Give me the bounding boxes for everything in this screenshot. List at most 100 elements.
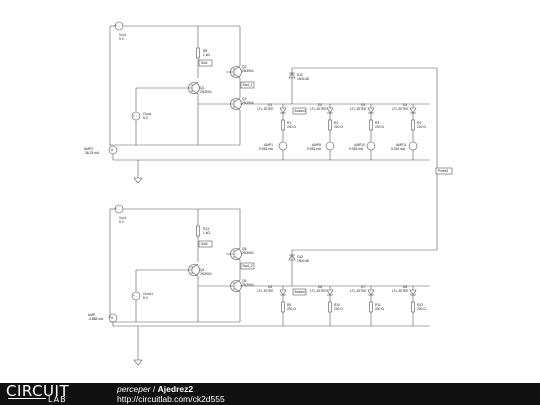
top-meter-4-name: AMP11 [396, 143, 407, 147]
top-led-3-part: LTL-307EE [350, 107, 367, 111]
bottom-led-branch-3 [367, 286, 375, 326]
bottom-led-4-name: D8 [403, 285, 407, 289]
top-led-3-name: D3 [361, 103, 365, 107]
bottom-switch-tag-3[interactable] [292, 288, 307, 296]
bottom-clock-name: Clock1 [143, 292, 153, 296]
bottom-resistor-2-name: R10 [334, 303, 340, 307]
svg-text:+ -: + - [115, 24, 119, 28]
bottom-switch-label-3: Arduin1 [295, 290, 307, 294]
bottom-resistor-3-name: R11 [375, 303, 381, 307]
logo-text-bottom: LAB [48, 395, 67, 404]
bottom-transistor-q-bot[interactable] [198, 279, 242, 293]
bottom-switch-label-1: Sw5 [201, 242, 208, 246]
top-switch-tag-1[interactable] [198, 59, 213, 67]
bottom-resistor-4[interactable] [411, 301, 415, 313]
link-label: Pines3 [438, 169, 448, 173]
top-led-1[interactable] [279, 107, 287, 114]
top-transistor-q-mid[interactable] [136, 81, 200, 95]
svg-text:+ -: + - [133, 114, 137, 118]
top-resistor-4[interactable] [411, 119, 415, 131]
bottom-led-1[interactable] [279, 289, 287, 296]
top-switch-label-2: Sw4_1 [243, 83, 253, 87]
top-resistor-2-name: R2 [334, 121, 338, 125]
bottom-resistor-1-value: 200 Ω [287, 307, 296, 311]
top-meter-2[interactable] [325, 141, 335, 151]
top-resistor-1[interactable] [281, 119, 285, 131]
top-resistor-2[interactable] [328, 119, 332, 131]
logo-text-top: CIRCUIT [6, 382, 70, 400]
bottom-base-resistor-name: R13 [203, 227, 209, 231]
footer-bar: CIRCUIT LAB perceper / Ajedrez2 http://c… [0, 382, 540, 405]
bottom-switch-tag-1[interactable] [198, 240, 213, 248]
svg-text:+ -: + - [115, 207, 119, 211]
top-led-2[interactable] [326, 107, 334, 114]
bottom-transistor-q-top[interactable] [226, 247, 242, 261]
bottom-resistor-2-value: 200 Ω [334, 307, 343, 311]
top-clock-name: Clock [143, 112, 152, 116]
top-meter-1[interactable] [278, 141, 288, 151]
byline-separator: / [150, 384, 158, 394]
bottom-resistor-1[interactable] [281, 301, 285, 313]
top-switch-tag-2[interactable] [240, 81, 255, 89]
top-led-1-name: D1 [268, 103, 272, 107]
top-diode[interactable] [288, 72, 296, 79]
top-led-4-part: LTL-307EE [392, 107, 409, 111]
top-q-bot-part: 2N3904 [242, 101, 254, 105]
top-meter-3[interactable] [366, 141, 376, 151]
top-transistor-q-bot[interactable] [198, 97, 242, 111]
bottom-resistor-3[interactable] [369, 301, 373, 313]
bottom-diode-name: D12 [297, 255, 303, 259]
bottom-base-resistor[interactable] [196, 225, 200, 237]
bottom-transistor-q-mid[interactable] [136, 263, 200, 277]
top-meter-3-name: AMP10 [354, 143, 365, 147]
top-q-mid-name: Q1 [200, 86, 205, 90]
top-supply-value: 5 V [119, 37, 125, 41]
bottom-switch-tag-2[interactable] [240, 262, 255, 270]
bottom-ground-symbol [133, 359, 143, 366]
top-led-branch-1 [278, 104, 288, 160]
top-circuit: + - Vcc1 5 V R8 1 kΩ Sw4 Q2 2N3904 [84, 21, 453, 250]
top-transistor-q-top[interactable] [226, 65, 242, 79]
top-meter-4[interactable] [408, 141, 418, 151]
top-led-4[interactable] [409, 107, 417, 114]
logo-wire-icon [8, 398, 46, 399]
bottom-led-branch-2 [326, 286, 334, 326]
top-switch-tag-3[interactable] [292, 107, 307, 115]
top-diode-name: D11 [297, 73, 303, 77]
top-q-top-name: Q2 [242, 65, 247, 69]
bottom-led-4[interactable] [409, 289, 417, 296]
bottom-led-4-part: LTL-307EE [392, 289, 409, 293]
top-base-resistor[interactable] [196, 47, 200, 59]
top-q-bot-name: Q3 [242, 97, 247, 101]
bottom-resistor-2[interactable] [328, 301, 332, 313]
bottom-supply-value: 5 V [119, 220, 125, 224]
bottom-led-3[interactable] [367, 289, 375, 296]
top-led-branch-3 [366, 104, 376, 160]
bottom-ammeter-name: AMP [88, 313, 96, 317]
top-q-top-part: 2N3904 [242, 69, 254, 73]
bottom-led-3-part: LTL-307EE [350, 289, 367, 293]
bottom-diode-part: 1N4148 [297, 259, 309, 263]
top-led-4-name: D4 [403, 103, 407, 107]
top-led-3[interactable] [367, 107, 375, 114]
circuit-url[interactable]: http://circuitlab.com/ck2d555 [117, 394, 225, 404]
bottom-led-2[interactable] [326, 289, 334, 296]
top-ammeter-name: AMP2 [84, 147, 93, 151]
top-switch-label-1: Sw4 [201, 61, 208, 65]
bottom-led-branch-4 [409, 286, 417, 326]
svg-text:A: A [111, 148, 114, 152]
top-base-resistor-value: 1 kΩ [203, 53, 210, 57]
top-led-2-name: D2 [318, 103, 322, 107]
bottom-led-1-name: D5 [268, 285, 272, 289]
svg-text:+ -: + - [133, 294, 137, 298]
bottom-clock-value: 5 V [143, 296, 149, 300]
circuitlab-logo[interactable]: CIRCUIT LAB [6, 382, 92, 404]
top-resistor-2-value: 200 Ω [334, 125, 343, 129]
top-resistor-3[interactable] [369, 119, 373, 131]
circuit-title[interactable]: Ajedrez2 [157, 384, 194, 394]
author-link[interactable]: perceper [117, 384, 151, 394]
link-label-box[interactable] [435, 167, 453, 175]
bottom-diode[interactable] [288, 254, 296, 261]
top-led-branch-4 [408, 104, 418, 160]
